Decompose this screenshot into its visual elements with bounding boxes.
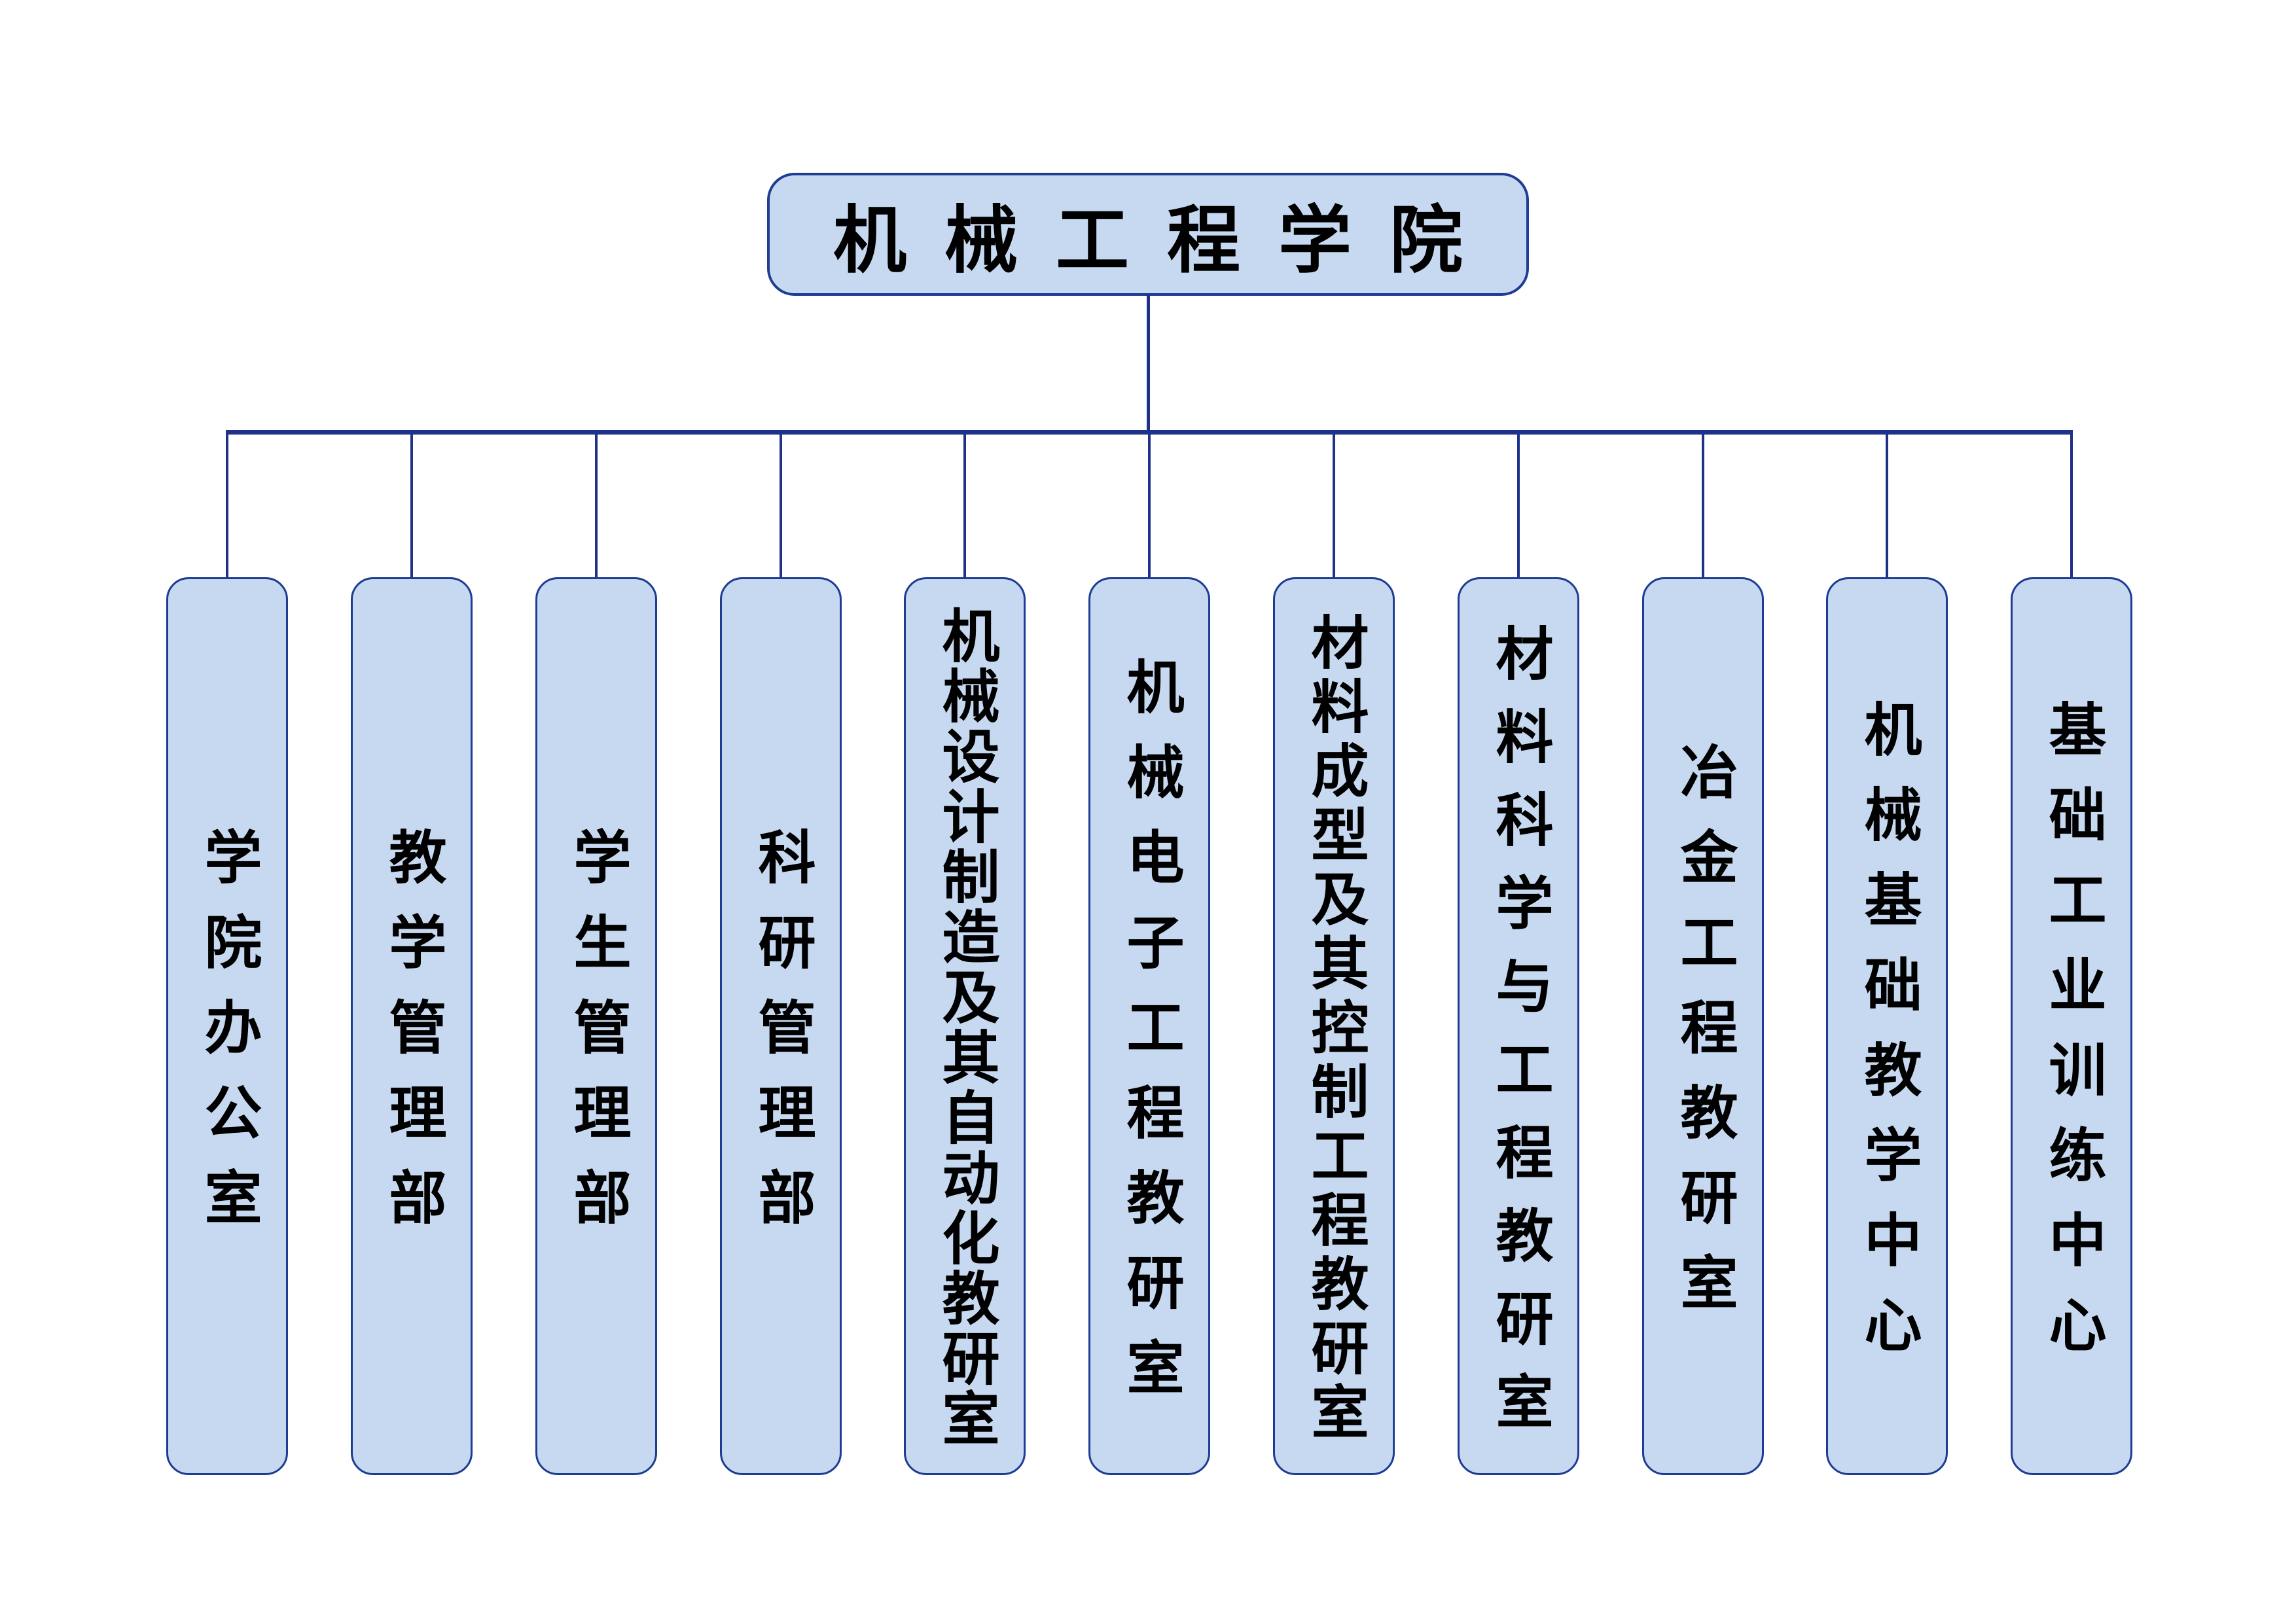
org-child-node: 学生管理部 (535, 577, 657, 1475)
org-child-node: 科研管理部 (720, 577, 842, 1475)
connector-drop (1886, 432, 1888, 579)
connector-drop (226, 432, 228, 579)
org-child-label: 教学管理部 (380, 827, 444, 1253)
connector-drop (2070, 432, 2073, 579)
org-child-node: 学院办公室 (166, 577, 288, 1475)
org-child-node: 材料成型及其控制工程教研室 (1273, 577, 1395, 1475)
org-child-label: 机械设计制造及其自动化教研室 (933, 606, 997, 1449)
connector-drop (780, 432, 782, 579)
connector-drop (963, 432, 966, 579)
connector-drop (595, 432, 598, 579)
org-child-node: 基础工业训练中心 (2011, 577, 2132, 1475)
org-child-label: 科研管理部 (749, 827, 813, 1253)
org-child-label: 材料科学与工程教研室 (1487, 623, 1551, 1455)
org-child-label: 机械电子工程教研室 (1118, 657, 1181, 1423)
org-child-node: 机械设计制造及其自动化教研室 (904, 577, 1026, 1475)
org-child-label: 学生管理部 (565, 827, 628, 1253)
connector-drop (410, 432, 413, 579)
connector-root-stem (1147, 294, 1150, 433)
org-child-node: 机械基础教学中心 (1826, 577, 1948, 1475)
org-root-label: 机械工程学院 (833, 201, 1501, 282)
org-child-label: 基础工业训练中心 (2040, 700, 2104, 1380)
org-child-label: 机械基础教学中心 (1856, 700, 1919, 1380)
org-root-node: 机械工程学院 (767, 173, 1529, 296)
org-child-node: 教学管理部 (351, 577, 473, 1475)
connector-drop (1517, 432, 1520, 579)
connector-drop (1148, 432, 1151, 579)
org-child-label: 冶金工程教研室 (1672, 742, 1735, 1338)
org-child-node: 机械电子工程教研室 (1088, 577, 1210, 1475)
connector-drop (1702, 432, 1704, 579)
org-child-node: 材料科学与工程教研室 (1458, 577, 1579, 1475)
org-child-label: 材料成型及其控制工程教研室 (1302, 613, 1366, 1446)
org-child-node: 冶金工程教研室 (1642, 577, 1764, 1475)
org-child-label: 学院办公室 (196, 827, 259, 1253)
connector-drop (1333, 432, 1335, 579)
